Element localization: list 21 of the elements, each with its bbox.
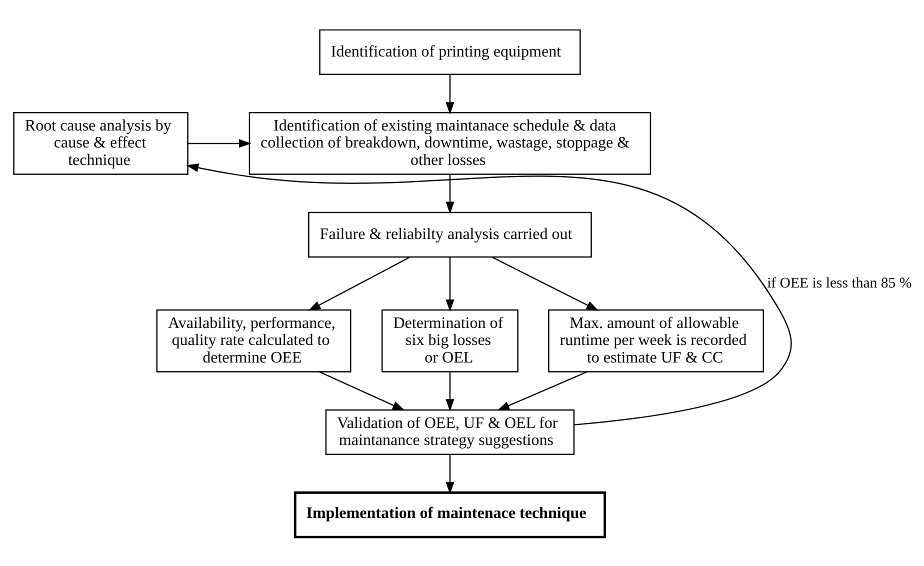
arrow: [446, 256, 454, 312]
node-box: Implementation of maintenace technique: [294, 490, 606, 538]
arrow: [308, 256, 410, 310]
node-box: Max. amount of allowable runtime per week is recorded to estimate UF & CC: [548, 308, 764, 372]
arrow: [446, 454, 454, 494]
node-box: Identification of existing maintanace schedule & data collection of breakdown, downtime, wastage, stoppage & other losses: [248, 111, 652, 174]
arrow: [446, 74, 454, 114]
arrow: [497, 370, 588, 410]
arrow: [319, 370, 405, 410]
node-box: Root cause analysis by cause & effect technique: [13, 111, 188, 174]
arrow: [446, 174, 454, 214]
edge-label: if OEE is less than 85 %: [767, 274, 912, 291]
arrow: [492, 256, 599, 310]
node-box: Availability, performance, quality rate calculated to determine OEE: [156, 308, 352, 372]
node-box: Identification of printing equipment: [319, 28, 581, 74]
node-box: Failure & reliabilty analysis carried out: [308, 211, 592, 258]
arrow: [186, 162, 792, 425]
arrow: [446, 372, 454, 411]
node-box: Validation of OEE, UF & OEL for maintanance strategy suggestions: [325, 408, 575, 455]
node-box: Determination of six big losses or OEL: [381, 308, 518, 372]
arrow: [188, 138, 252, 148]
